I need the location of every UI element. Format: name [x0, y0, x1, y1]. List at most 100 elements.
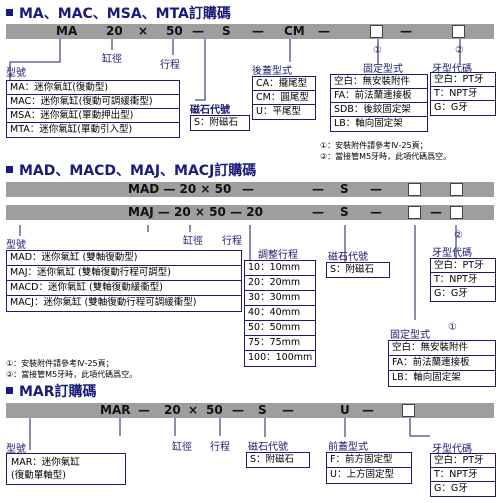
list-item: U：上方固定型 — [330, 469, 394, 480]
magnet-list: S：附磁石 — [326, 262, 390, 278]
list-item: G：G牙 — [434, 102, 468, 113]
label-stroke: 行程 — [222, 236, 242, 247]
list-item: 空白：PT牙 — [431, 73, 495, 87]
label-bore: 缸徑 — [183, 236, 203, 247]
label-bore: 缸徑 — [172, 442, 192, 453]
section2-code-bar-1 — [6, 182, 494, 197]
cover-list: CA：攏尾型 CM：圓尾型 U：平尾型 — [252, 76, 316, 120]
list-item: S：附磁石 — [250, 454, 295, 465]
list-item: SDB：後鉸固定架 — [331, 103, 427, 117]
circle-1: ① — [373, 45, 382, 56]
list-item: MAC：迷你氣缸(復動可調緩衝型) — [7, 95, 179, 109]
code-magnet: S — [340, 205, 349, 219]
list-item: G：G牙 — [434, 288, 468, 299]
empty-box — [408, 206, 421, 219]
list-item: MAD：迷你氣缸 (雙軸復動型) — [7, 251, 241, 266]
note: ①：安裝附件請參考Ⅳ-25頁； — [6, 359, 114, 368]
code-stroke: 50 — [206, 403, 223, 417]
label-mount: 固定型式 — [363, 64, 403, 75]
empty-box — [408, 183, 421, 196]
code-stroke: 50 — [166, 24, 183, 38]
label-magnet: 磁石代號 — [328, 252, 368, 263]
label-cover: 後蓋型式 — [252, 66, 292, 77]
list-item: FA：前法蘭連接板 — [389, 356, 495, 371]
note: ②：當接管M5牙時，此項代碼爲空。 — [320, 152, 452, 161]
code-model: MAR — [100, 403, 131, 417]
code-bore: 20 — [164, 403, 181, 417]
list-item: LB：軸向固定架 — [392, 372, 461, 383]
code-dash: — — [312, 182, 324, 196]
empty-box — [402, 404, 415, 417]
list-item: G：G牙 — [434, 483, 468, 494]
section1-title: MA、MAC、MSA、MTA訂購碼 — [6, 3, 231, 23]
list-item: 50：50mm — [245, 321, 315, 336]
list-item: S：附磁石 — [194, 117, 239, 128]
code-x: × — [188, 403, 199, 417]
model-list: MA：迷你氣缸(復動型) MAC：迷你氣缸(復動可調緩衝型) MSA：迷你氣缸(… — [6, 80, 180, 138]
list-item: T：NPT牙 — [431, 468, 495, 482]
code-front: U — [340, 403, 350, 417]
front-cover-list: F：前方固定型 U：上方固定型 — [326, 452, 412, 484]
model-list: MAR：迷你氣缸 (復動單軸型) — [6, 453, 126, 485]
label-magnet: 磁石代號 — [248, 442, 288, 453]
section3-title: MAR訂購碼 — [6, 381, 97, 401]
list-item: 100：100mm — [248, 352, 313, 363]
section1-code-bar — [6, 24, 494, 39]
adj-stroke-list: 10：10mm 20：20mm 30：30mm 40：40mm 50：50mm … — [244, 260, 316, 367]
code-dash: — — [370, 182, 382, 196]
list-item: 20：20mm — [245, 276, 315, 291]
label-model: 型號 — [6, 68, 26, 79]
list-item: 40：40mm — [245, 306, 315, 321]
magnet-list: S：附磁石 — [246, 452, 310, 468]
code-dash: — — [138, 403, 150, 417]
code-mad: MAD — 20 × 50 — [128, 182, 232, 196]
code-x: × — [138, 24, 149, 38]
section2-code-bar-2 — [6, 205, 494, 220]
empty-box — [370, 25, 383, 38]
note: ①：安裝附件請參考Ⅳ-25頁； — [320, 141, 428, 150]
code-model: MA — [56, 24, 78, 38]
list-item: LB：軸向固定架 — [334, 118, 403, 129]
code-dash: — — [242, 182, 254, 196]
mount-list: 空白：無安裝附件 FA：前法蘭連接板 LB：軸向固定架 — [388, 340, 496, 387]
note: ②：當接管M5牙時，此項代碼爲空。 — [6, 370, 138, 379]
magnet-list: S：附磁石 — [190, 115, 250, 131]
code-dash: — — [370, 205, 382, 219]
bullet-square-icon — [6, 386, 13, 394]
list-item: MA：迷你氣缸(復動型) — [7, 81, 179, 95]
thread-list: 空白：PT牙 T：NPT牙 G：G牙 — [430, 453, 496, 497]
list-item: 10：10mm — [245, 261, 315, 276]
code-dash: — — [232, 403, 244, 417]
empty-box — [450, 206, 463, 219]
empty-box — [450, 183, 463, 196]
list-item: 空白：無安裝附件 — [389, 341, 495, 356]
code-magnet: S — [258, 403, 267, 417]
code-maj: MAJ — 20 × 50 — 20 — [128, 205, 263, 219]
list-item: MACD：迷你氣缸 (雙軸復動緩衝型) — [7, 281, 241, 296]
list-item: F：前方固定型 — [327, 453, 411, 468]
section2-title: MAD、MACD、MAJ、MACJ訂購碼 — [6, 160, 256, 180]
list-item: FA：前法蘭連接板 — [331, 89, 427, 103]
code-dash: — — [362, 403, 374, 417]
label-bore: 缸徑 — [102, 54, 122, 65]
list-item: MAR：迷你氣缸 (復動單軸型) — [11, 457, 80, 481]
model-list: MAD：迷你氣缸 (雙軸復動型) MAJ：迷你氣缸 (雙軸復動行程可調型) MA… — [6, 250, 242, 312]
label-thread: 牙型代碼 — [432, 64, 472, 75]
circle-1: ① — [448, 322, 457, 333]
code-bore: 20 — [106, 24, 123, 38]
list-item: 空白：無安裝附件 — [331, 75, 427, 89]
list-item: 空白：PT牙 — [431, 259, 495, 273]
bullet-square-icon — [6, 8, 13, 16]
list-item: 空白：PT牙 — [431, 454, 495, 468]
code-dash: — — [192, 24, 204, 38]
label-mount: 固定型式 — [390, 330, 430, 341]
list-item: MSA：迷你氣缸(單動押出型) — [7, 109, 179, 123]
circle-2: ② — [455, 45, 464, 56]
label-front: 前蓋型式 — [328, 442, 368, 453]
list-item: T：NPT牙 — [431, 87, 495, 101]
label-stroke: 行程 — [160, 60, 180, 71]
list-item: CM：圓尾型 — [253, 91, 315, 105]
list-item: MACJ：迷你氣缸 (雙軸復動行程可調緩衝型) — [10, 297, 197, 308]
code-magnet: S — [222, 24, 231, 38]
mount-list: 空白：無安裝附件 FA：前法蘭連接板 SDB：後鉸固定架 LB：軸向固定架 — [330, 74, 428, 132]
